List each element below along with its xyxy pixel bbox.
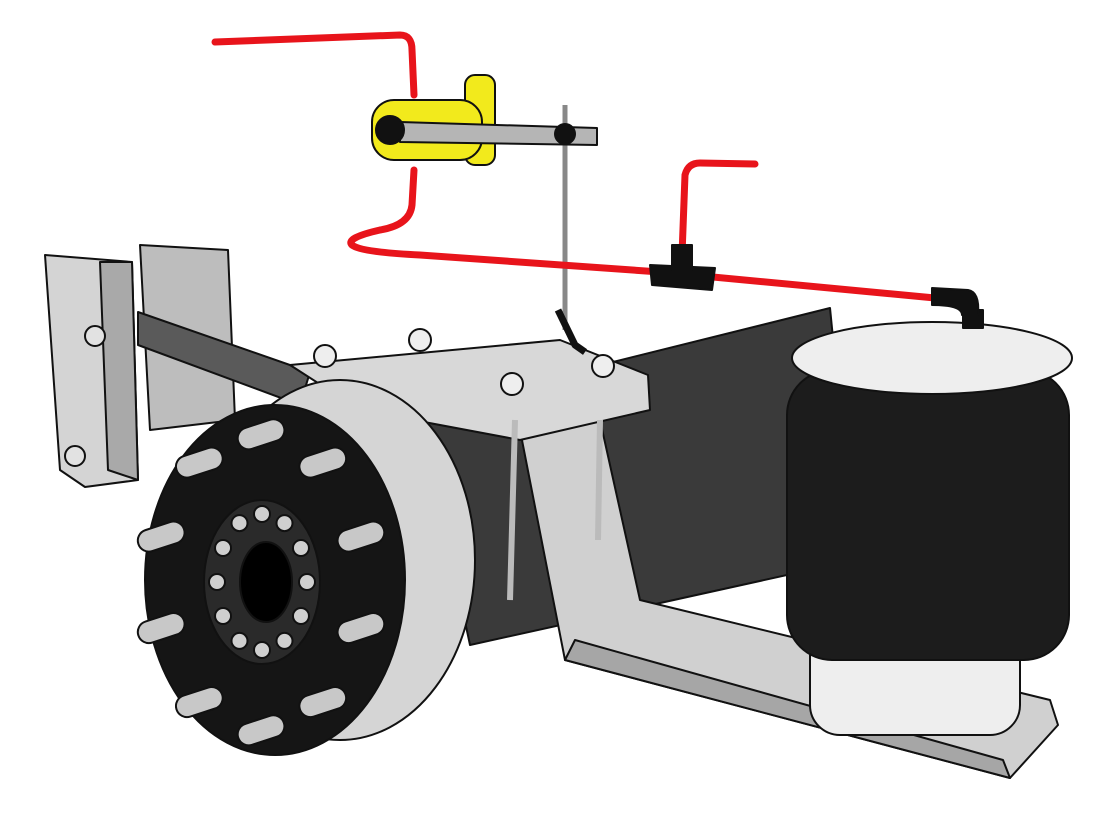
link-clamp	[554, 308, 588, 355]
u-bolt	[507, 419, 603, 601]
wheel-stud	[298, 446, 348, 479]
air-spring-bellows	[786, 369, 1070, 661]
wheel-hub	[136, 379, 476, 756]
lug-nut	[253, 641, 271, 659]
wheel-stud	[336, 520, 386, 553]
nut-icon	[500, 372, 524, 396]
nut-icon	[591, 354, 615, 378]
tee-fitting-branch	[671, 244, 693, 271]
lug-nut	[230, 631, 249, 650]
branch-line	[678, 159, 759, 259]
wheel-stud	[336, 612, 386, 645]
lug-nut	[291, 607, 310, 625]
wheel-studs	[136, 418, 386, 747]
lug-nut	[275, 514, 294, 533]
wheel-stud	[298, 686, 348, 719]
lug-nut	[275, 631, 294, 650]
air-lines	[211, 31, 939, 302]
lug-nut	[214, 539, 233, 557]
lug-nut	[298, 573, 316, 591]
lug-nuts	[208, 505, 316, 659]
air-fittings	[649, 244, 980, 316]
wheel-stud	[174, 686, 224, 719]
nut-icon	[313, 344, 337, 368]
wheel-stud	[236, 418, 286, 451]
wheel-stud	[136, 612, 186, 645]
arm-joint	[554, 123, 576, 145]
lug-nut	[253, 505, 271, 523]
lug-nut	[291, 539, 310, 557]
tee-fitting	[649, 264, 716, 291]
hanger-bracket	[44, 244, 236, 488]
air-spring-top-plate	[791, 321, 1073, 395]
lug-nut	[230, 514, 249, 533]
wheel-stud	[136, 520, 186, 553]
bolt-icon	[64, 445, 86, 467]
delivery-line	[347, 166, 939, 302]
nut-icon	[408, 328, 432, 352]
air-spring	[786, 309, 1073, 736]
supply-line	[211, 31, 418, 99]
lug-nut	[208, 573, 226, 591]
elbow-fitting	[931, 287, 980, 316]
lug-nut	[214, 607, 233, 625]
wheel-stud	[174, 446, 224, 479]
bolt-icon	[84, 325, 106, 347]
wheel-stud	[236, 714, 286, 747]
hub-bore	[239, 541, 293, 623]
valve-pivot	[375, 115, 405, 145]
leveling-valve	[371, 74, 598, 355]
